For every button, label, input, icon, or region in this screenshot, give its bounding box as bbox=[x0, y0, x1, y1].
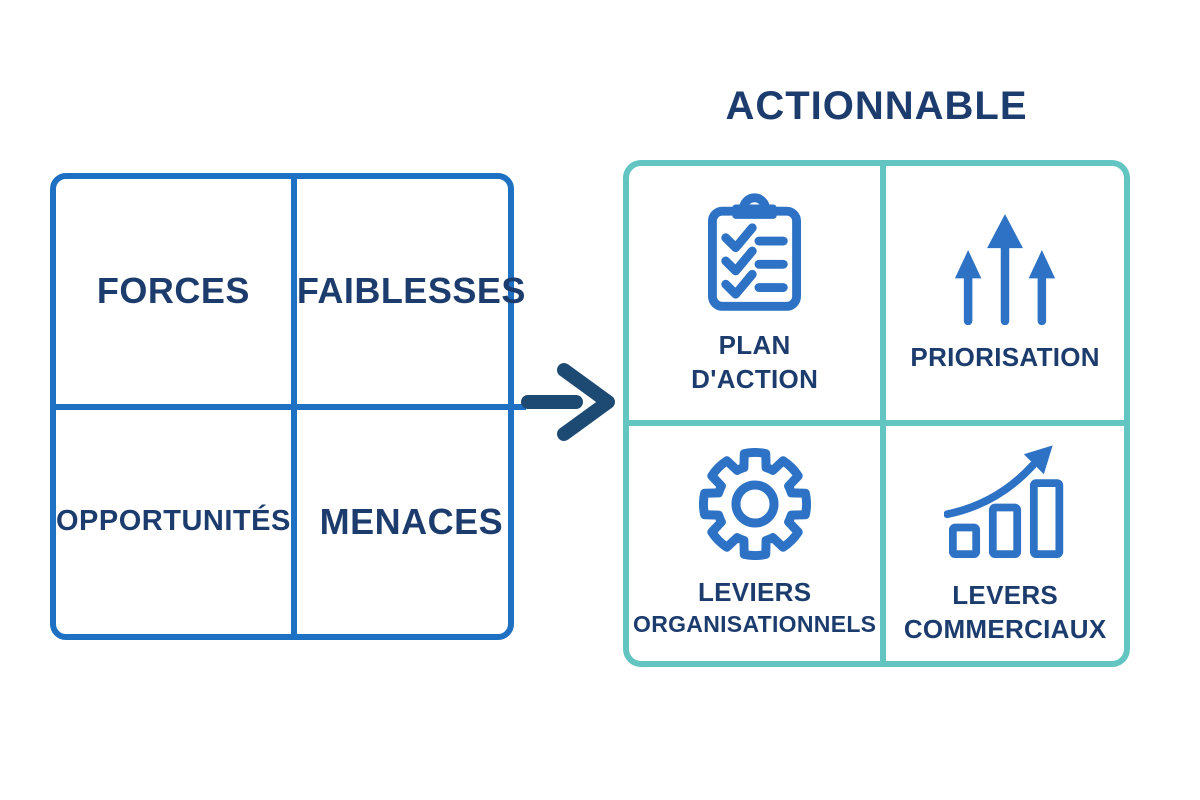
swot-cell-forces: FORCES bbox=[56, 179, 294, 407]
swot-label-opportunites: OPPORTUNITÉS bbox=[56, 505, 291, 538]
label-line: PRIORISATION bbox=[910, 342, 1100, 373]
actionable-title: ACTIONNABLE bbox=[725, 84, 1028, 128]
swot-label-faiblesses: FAIBLESSES bbox=[296, 270, 526, 312]
actionable-label-plan-daction: PLAN D'ACTION bbox=[691, 329, 818, 397]
swot-cell-opportunites: OPPORTUNITÉS bbox=[56, 406, 294, 634]
ascending-arrows-icon bbox=[955, 214, 1056, 326]
swot-matrix: FORCES FAIBLESSES OPPORTUNITÉS MENACES bbox=[50, 173, 526, 640]
swot-label-menaces: MENACES bbox=[319, 500, 504, 542]
growth-chart-icon bbox=[944, 445, 1064, 558]
actionable-label-priorisation: PRIORISATION bbox=[910, 341, 1099, 375]
label-line: COMMERCIAUX bbox=[903, 613, 1107, 644]
label-line: LEVERS bbox=[952, 579, 1059, 610]
right-arrow-icon bbox=[521, 363, 615, 441]
swot-cell-faiblesses: FAIBLESSES bbox=[293, 179, 526, 407]
label-line: PLAN bbox=[718, 330, 791, 361]
actionable-cell-priorisation: PRIORISATION bbox=[883, 166, 1124, 424]
swot-cell-menaces: MENACES bbox=[293, 406, 526, 634]
actionable-cell-leviers-organisationnels: LEVIERS ORGANISATIONNELS bbox=[629, 423, 884, 661]
label-line: LEVIERS bbox=[697, 576, 812, 607]
actionable-cell-plan-daction: PLAN D'ACTION bbox=[629, 166, 884, 424]
swot-label-forces: FORCES bbox=[96, 270, 250, 312]
gear-icon bbox=[698, 447, 811, 560]
actionable-cell-levers-commerciaux: LEVERS COMMERCIAUX bbox=[883, 423, 1124, 661]
label-line: D'ACTION bbox=[691, 364, 819, 395]
actionable-label-levers-commerciaux: LEVERS COMMERCIAUX bbox=[904, 579, 1107, 647]
actionable-matrix: PLAN D'ACTION PRIORISATION bbox=[623, 160, 1130, 667]
label-line: ORGANISATIONNELS bbox=[633, 610, 877, 637]
actionable-label-leviers-organisationnels: LEVIERS ORGANISATIONNELS bbox=[633, 576, 876, 640]
clipboard-checklist-icon bbox=[708, 193, 802, 312]
